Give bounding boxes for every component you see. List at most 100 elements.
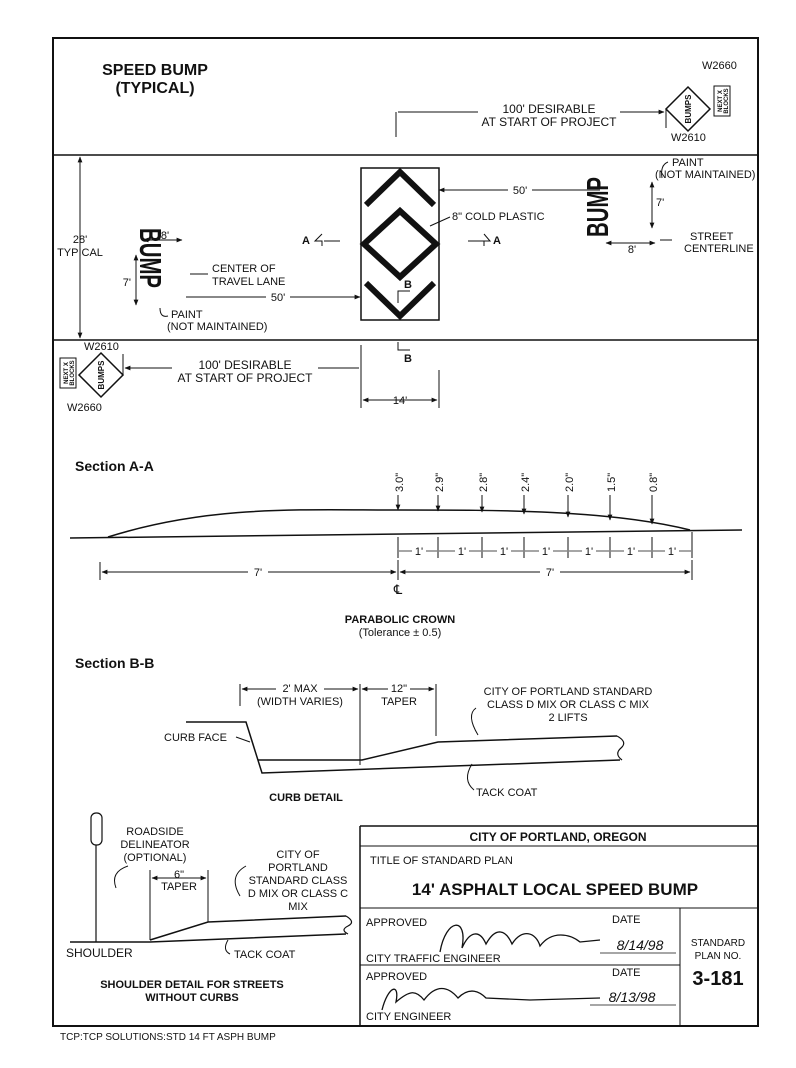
dim-28: 28': [73, 234, 87, 246]
shoulder-caption-1: SHOULDER DETAIL FOR STREETS: [100, 979, 284, 991]
dim-50-left-bg: [266, 289, 290, 303]
speed-bump-outline: [360, 167, 440, 321]
title-block: CITY OF PORTLAND, OREGON TITLE OF STANDA…: [359, 825, 757, 1026]
street-centerline-label-1: STREET: [690, 231, 734, 243]
shoulder-mix-1: CITY OF: [276, 849, 319, 861]
title-label: TITLE OF STANDARD PLAN: [370, 855, 513, 867]
desirable-top-1: 100' DESIRABLE: [502, 102, 595, 116]
section-b-bottom-mark: [397, 342, 410, 351]
section-a-right-mark: [483, 233, 492, 246]
paint-left-label-1: PAINT: [171, 309, 203, 321]
cold-plastic-chevron-top: [363, 167, 437, 208]
date-label-2: DATE: [612, 967, 641, 979]
bump-marking-right: BUMP: [580, 177, 615, 237]
bb-taper-bg: [388, 682, 410, 694]
spacing-label: 1': [585, 546, 593, 558]
curb-and-road: [186, 721, 621, 774]
dim-7-right: 7': [656, 197, 664, 209]
shoulder-overlay-break: [343, 915, 353, 935]
spacing-label: 1': [542, 546, 550, 558]
spacing-label: 1': [415, 546, 423, 558]
centerline-symbol: ℄: [393, 582, 403, 597]
shoulder-tack-label: TACK COAT: [234, 949, 296, 961]
role-1: CITY TRAFFIC ENGINEER: [366, 953, 501, 965]
bumps-diamond-top: [664, 85, 712, 133]
role-2: CITY ENGINEER: [366, 1011, 451, 1023]
paint-right-leader: [661, 161, 669, 179]
section-aa-grade: [69, 529, 743, 539]
next-x-plate-top: [713, 85, 731, 117]
height-label: 2.8": [478, 473, 490, 492]
bumps-sign-top: BUMPS NEXT X BLOCKS: [664, 85, 731, 133]
section-b-bottom-label: B: [404, 353, 412, 365]
section-bb: Section B-B 2' MAX (WIDTH VARIES) 12" TA…: [75, 655, 652, 804]
sheet-border: [52, 37, 759, 1027]
cold-plastic-diamond: [359, 206, 441, 282]
street-centerline-label-2: CENTERLINE: [684, 243, 754, 255]
half-right-label: 7': [546, 567, 554, 579]
spacing-bg: [412, 545, 426, 557]
height-label: 2.0": [564, 473, 576, 492]
tolerance-caption: (Tolerance ± 0.5): [359, 627, 441, 639]
section-a-left-mark: [313, 233, 323, 246]
sign-code-top-w2610: W2610: [671, 132, 706, 144]
overlay-break: [616, 735, 625, 761]
agency-name: CITY OF PORTLAND, OREGON: [469, 830, 646, 844]
bb-max-bg: [276, 682, 324, 694]
bb-max-2: (WIDTH VARIES): [257, 696, 343, 708]
section-a-left-label: A: [302, 235, 310, 247]
section-aa: Section A-A 3.0" 2.9" 2.8" 2.4" 2.0" 1.5…: [69, 458, 743, 639]
shoulder-label: SHOULDER: [66, 946, 133, 960]
plan-subtitle: (TYPICAL): [115, 80, 194, 97]
desirable-bottom-1: 100' DESIRABLE: [198, 358, 291, 372]
dim-50-right: 50': [513, 185, 527, 197]
section-aa-crown: [107, 508, 691, 538]
height-label: 2.9": [434, 473, 446, 492]
section-b-top-mark: [397, 290, 410, 303]
bb-mix-leader: [471, 707, 479, 736]
plan-view: SPEED BUMP (TYPICAL) 28' TYPICAL 8" COLD…: [54, 60, 757, 414]
spacing-bg: [455, 545, 469, 557]
tack-coat-leader: [467, 763, 475, 791]
bumps-diamond-bottom: [77, 351, 125, 399]
cold-plastic-leader: [429, 216, 451, 227]
dim-8-right: 8': [628, 244, 636, 256]
shoulder-detail: ROADSIDE DELINEATOR (OPTIONAL) 6" TAPER …: [66, 812, 353, 1004]
signature-traffic-engineer: [439, 924, 601, 953]
paint-right-label-1: PAINT: [672, 157, 704, 169]
desirable-bottom-bg: [172, 359, 318, 385]
sign-code-top-w2660: W2660: [702, 60, 737, 72]
plan-title-main: 14' ASPHALT LOCAL SPEED BUMP: [412, 880, 698, 899]
shoulder-tack-leader: [224, 939, 231, 955]
desirable-bottom-2: AT START OF PROJECT: [178, 371, 314, 385]
delineator-label-3: (OPTIONAL): [124, 852, 187, 864]
bb-max-1: 2' MAX: [282, 683, 318, 695]
plan-number: 3-181: [692, 968, 743, 990]
bb-mix-2: CLASS D MIX OR CLASS C MIX: [487, 699, 650, 711]
shoulder-mix-3: STANDARD CLASS: [249, 875, 348, 887]
sign-code-bottom-w2660: W2660: [67, 402, 102, 414]
height-label: 2.4": [520, 473, 532, 492]
bump-word-right: BUMP: [580, 177, 615, 237]
spacing-ticks: [397, 532, 693, 558]
section-aa-heading: Section A-A: [75, 458, 154, 474]
shoulder-mix-2: PORTLAND: [268, 862, 328, 874]
shoulder-mix-5: MIX: [288, 901, 308, 913]
dim-typical: TYPICAL: [57, 247, 103, 259]
desirable-top-bg: [478, 103, 620, 129]
bb-taper-1: 12": [391, 683, 407, 695]
bb-mix-1: CITY OF PORTLAND STANDARD: [484, 686, 653, 698]
curb-face-leader: [235, 736, 251, 743]
approved-label-2: APPROVED: [366, 971, 427, 983]
next-x-plate-bottom: [59, 357, 77, 389]
center-lane-label-1: CENTER OF: [212, 263, 276, 275]
shoulder-caption-2: WITHOUT CURBS: [145, 992, 239, 1004]
date-label-1: DATE: [612, 914, 641, 926]
shoulder-grade: [70, 933, 347, 943]
center-lane-label-2: TRAVEL LANE: [212, 276, 285, 288]
delineator-icon: [90, 812, 103, 846]
bumps-text-top: BUMPS: [684, 94, 693, 124]
plan-no-label-2: PLAN NO.: [695, 951, 742, 962]
shoulder-mix-leader: [234, 865, 247, 897]
